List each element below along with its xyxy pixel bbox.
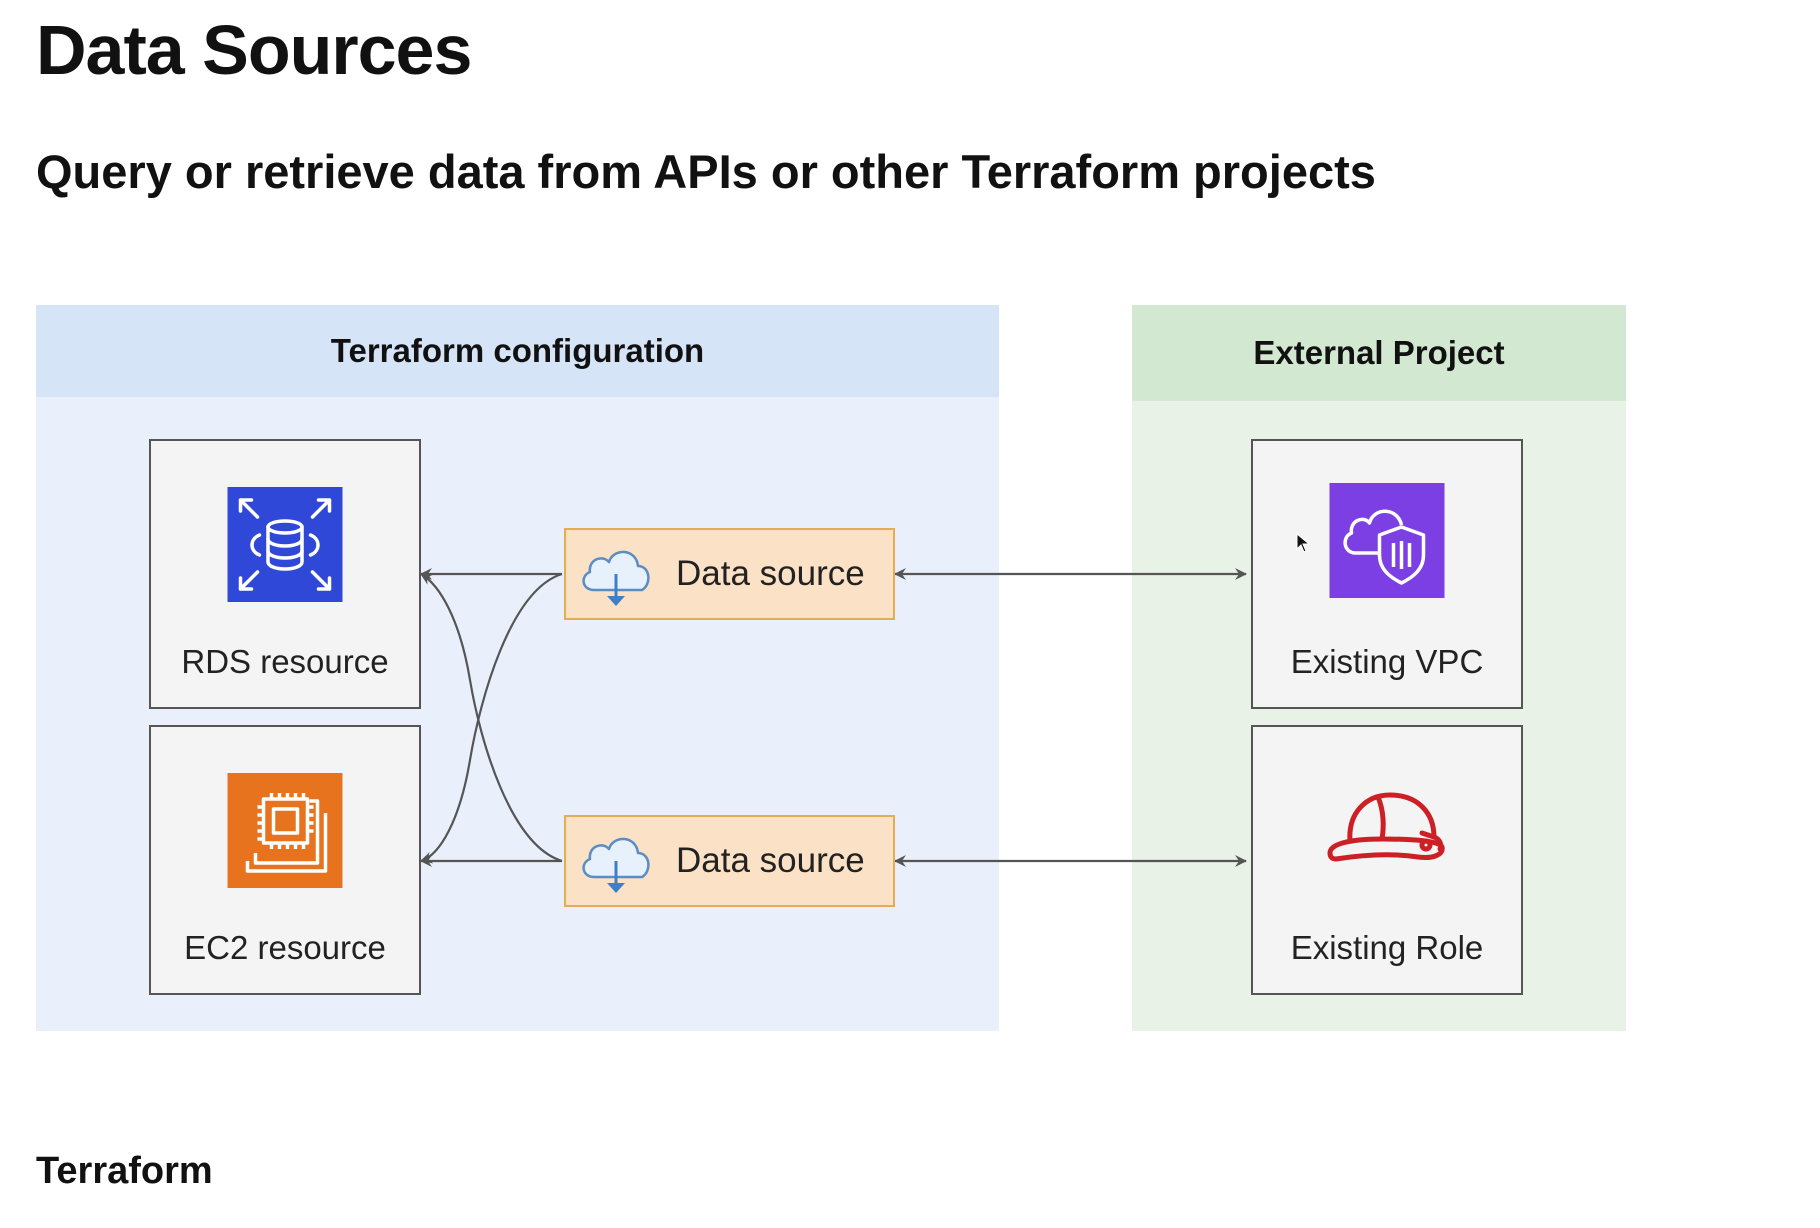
rds-resource-label: RDS resource xyxy=(181,643,389,680)
rds-resource-node: RDS resource xyxy=(149,439,421,709)
data-source-1: Data source xyxy=(564,528,895,620)
terraform-configuration-header: Terraform configuration xyxy=(36,305,999,397)
cloud-download-icon xyxy=(582,837,650,893)
data-source-1-label: Data source xyxy=(676,554,865,593)
external-project-panel: External Project xyxy=(1132,305,1626,1031)
ec2-resource-label: EC2 resource xyxy=(184,929,386,966)
ec2-chip-icon xyxy=(227,773,343,888)
footer-brand: Terraform xyxy=(36,1150,213,1192)
page-subtitle: Query or retrieve data from APIs or othe… xyxy=(36,145,1376,198)
cloud-shield-icon xyxy=(1329,483,1445,598)
existing-role-label: Existing Role xyxy=(1290,929,1484,966)
mouse-cursor-icon xyxy=(1296,533,1310,553)
existing-vpc-node: Existing VPC xyxy=(1251,439,1523,709)
external-project-header: External Project xyxy=(1132,305,1626,401)
existing-vpc-label: Existing VPC xyxy=(1290,643,1484,680)
rds-database-icon xyxy=(227,487,343,602)
page-title: Data Sources xyxy=(36,11,472,89)
data-source-2-label: Data source xyxy=(676,841,865,880)
ec2-resource-node: EC2 resource xyxy=(149,725,421,995)
cloud-download-icon xyxy=(582,550,650,606)
data-source-2: Data source xyxy=(564,815,895,907)
existing-role-node: Existing Role xyxy=(1251,725,1523,995)
hard-hat-icon xyxy=(1327,792,1445,862)
